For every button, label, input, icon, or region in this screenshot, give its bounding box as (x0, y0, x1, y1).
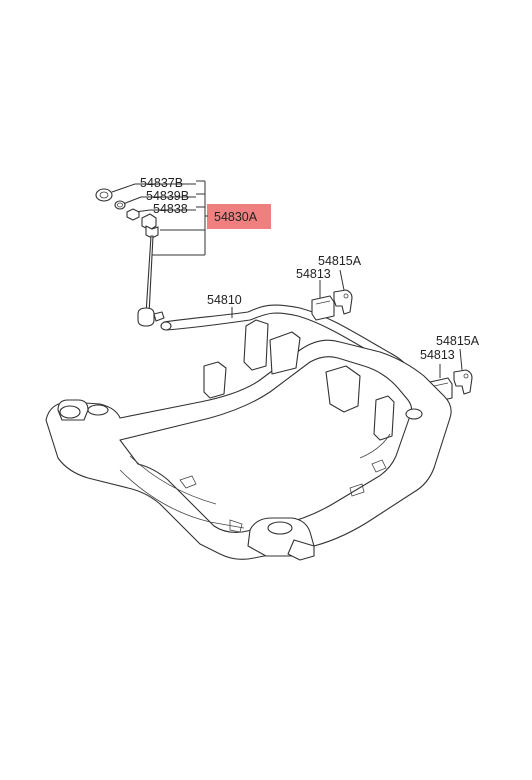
label-54830A[interactable]: 54830A (214, 210, 258, 224)
link-leader-lines (111, 180, 208, 256)
subframe[interactable] (45, 319, 452, 561)
label-54810[interactable]: 54810 (207, 293, 242, 307)
label-54813-lower[interactable]: 54813 (420, 348, 455, 362)
label-54838[interactable]: 54838 (153, 202, 188, 216)
label-54813-upper[interactable]: 54813 (296, 267, 331, 281)
part-labels: 54837B 54839B 54838 54830A 54815A 54813 … (140, 176, 480, 362)
label-54815A-upper[interactable]: 54815A (318, 254, 362, 268)
label-54837B[interactable]: 54837B (140, 176, 183, 190)
highlight-box-54830A[interactable] (207, 204, 271, 229)
bushing-bracket-upper[interactable] (311, 269, 353, 321)
label-54815A-lower[interactable]: 54815A (436, 334, 480, 348)
label-54839B[interactable]: 54839B (146, 189, 189, 203)
stabilizer-link[interactable] (95, 188, 165, 327)
